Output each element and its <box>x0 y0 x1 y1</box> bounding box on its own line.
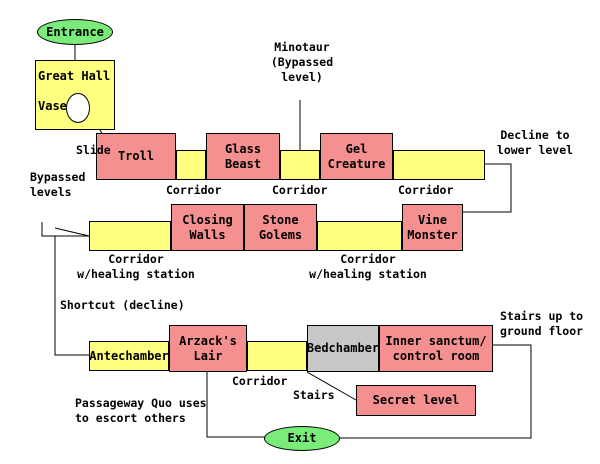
corridor-row2-b <box>317 221 402 251</box>
great-hall-label: Great Hall <box>38 69 111 83</box>
bedchamber-node: Bedchamber <box>307 325 379 372</box>
secret-level-node: Secret level <box>356 385 476 416</box>
shortcut-label: Shortcut (decline) <box>60 298 185 312</box>
arzacks-lair-node: Arzack's Lair <box>169 325 247 372</box>
bypassed-levels-label: Bypassed levels <box>30 170 86 199</box>
entrance-node: Entrance <box>37 19 113 45</box>
corridor-label-3: Corridor <box>398 183 454 197</box>
stone-golems-node: Stone Golems <box>244 204 317 251</box>
corridor-label-4: Corridor <box>232 374 288 388</box>
decline-label: Decline to lower level <box>496 128 574 157</box>
corridor-row1-a <box>176 150 206 180</box>
slide-label: Slide <box>76 143 111 157</box>
line-stairs <box>306 371 357 401</box>
passageway-label: Passageway Quo uses to escort others <box>75 396 207 425</box>
glass-beast-node: Glass Beast <box>206 133 280 180</box>
line-bypassed-levels <box>54 227 90 237</box>
corridor-label-1: Corridor <box>166 183 222 197</box>
vase-icon <box>66 93 90 123</box>
stairs-label: Stairs <box>293 388 335 402</box>
vine-monster-node: Vine Monster <box>402 204 463 251</box>
corridor-label-2: Corridor <box>272 183 328 197</box>
corridor-row1-c <box>393 150 485 180</box>
line-decline <box>463 163 512 213</box>
gel-creature-node: Gel Creature <box>320 133 393 180</box>
corridor-heal-label-1: Corridor w/healing station <box>77 252 195 281</box>
stairs-up-label: Stairs up to ground floor <box>500 309 584 338</box>
line-stairs-up <box>340 344 532 439</box>
vase-label: Vase <box>38 99 67 113</box>
minotaur-label: Minotaur (Bypassed level) <box>270 40 334 84</box>
corridor-row2-a <box>89 221 171 251</box>
line-passageway <box>206 365 268 438</box>
inner-sanctum-node: Inner sanctum/ control room <box>379 325 493 372</box>
antechamber-node: Antechamber <box>89 341 169 371</box>
corridor-heal-label-2: Corridor w/healing station <box>309 252 427 281</box>
corridor-row1-b <box>280 150 320 180</box>
corridor-row3-a <box>247 341 307 371</box>
closing-walls-node: Closing Walls <box>171 204 244 251</box>
line-shortcut <box>54 235 89 356</box>
exit-node: Exit <box>264 426 340 451</box>
troll-node: Troll <box>96 133 176 180</box>
